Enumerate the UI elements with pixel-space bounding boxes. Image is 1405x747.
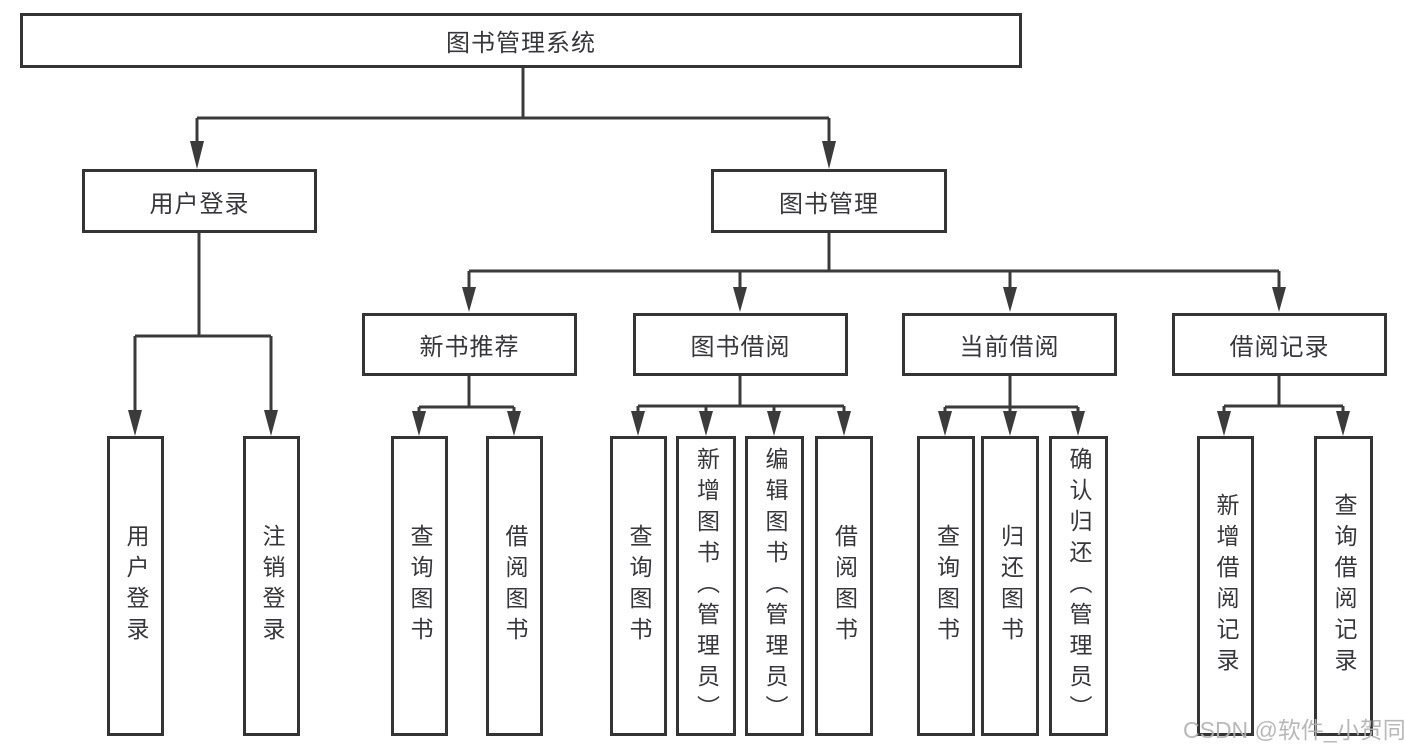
node-book-management-branch: 图书管理 [711,169,947,233]
node-book-borrow: 图书借阅 [633,313,848,376]
node-borrow-records: 借阅记录 [1172,313,1387,376]
leaf-add-borrow-record: 新增借阅记录 [1197,436,1254,736]
leaf-borrow-books-2: 借阅图书 [815,436,873,736]
node-label: 新书推荐 [419,334,520,361]
node-new-book-recommend: 新书推荐 [362,313,577,376]
node-label: 图书管理 [779,190,879,218]
leaf-user-login: 用户登录 [107,436,164,736]
leaf-query-books-borrow: 查询图书 [610,436,667,736]
leaf-edit-book-admin: 编辑图书（管理员） [745,436,804,736]
leaf-query-borrow-record: 查询借阅记录 [1314,436,1373,736]
leaf-label: 查询图书 [933,524,960,648]
leaf-label: 新增借阅记录 [1213,493,1239,679]
leaf-label: 归还图书 [997,524,1024,648]
node-root-system: 图书管理系统 [20,13,1022,68]
leaf-query-books-current: 查询图书 [917,436,975,736]
node-label: 图书借阅 [690,334,791,361]
leaf-label: 查询图书 [407,524,433,648]
node-label: 当前借阅 [959,334,1060,361]
leaf-query-books-recommend: 查询图书 [391,436,448,736]
leaf-return-books: 归还图书 [981,436,1039,736]
node-label: 借阅记录 [1229,334,1330,361]
leaf-label: 查询借阅记录 [1331,493,1357,679]
node-user-login-branch: 用户登录 [82,169,317,233]
leaf-label: 新增图书（管理员） [693,446,720,726]
leaf-logout-login: 注销登录 [243,436,300,736]
leaf-borrow-books-recommend: 借阅图书 [486,436,543,736]
leaf-label: 查询图书 [626,524,652,648]
leaf-label: 注销登录 [259,524,285,648]
leaf-label: 用户登录 [123,524,149,648]
node-label: 图书管理系统 [446,30,596,57]
leaf-label: 编辑图书（管理员） [762,446,788,726]
leaf-label: 借阅图书 [831,524,858,648]
node-current-borrow: 当前借阅 [902,313,1117,376]
leaf-label: 借阅图书 [502,524,528,648]
leaf-confirm-return-admin: 确认归还（管理员） [1049,436,1108,736]
node-label: 用户登录 [149,190,250,218]
leaf-add-book-admin: 新增图书（管理员） [676,436,736,736]
arrowheads [128,141,1350,436]
csdn-watermark: CSDN @软件_小贺同学 [1183,717,1405,743]
leaf-label: 确认归还（管理员） [1066,446,1092,726]
